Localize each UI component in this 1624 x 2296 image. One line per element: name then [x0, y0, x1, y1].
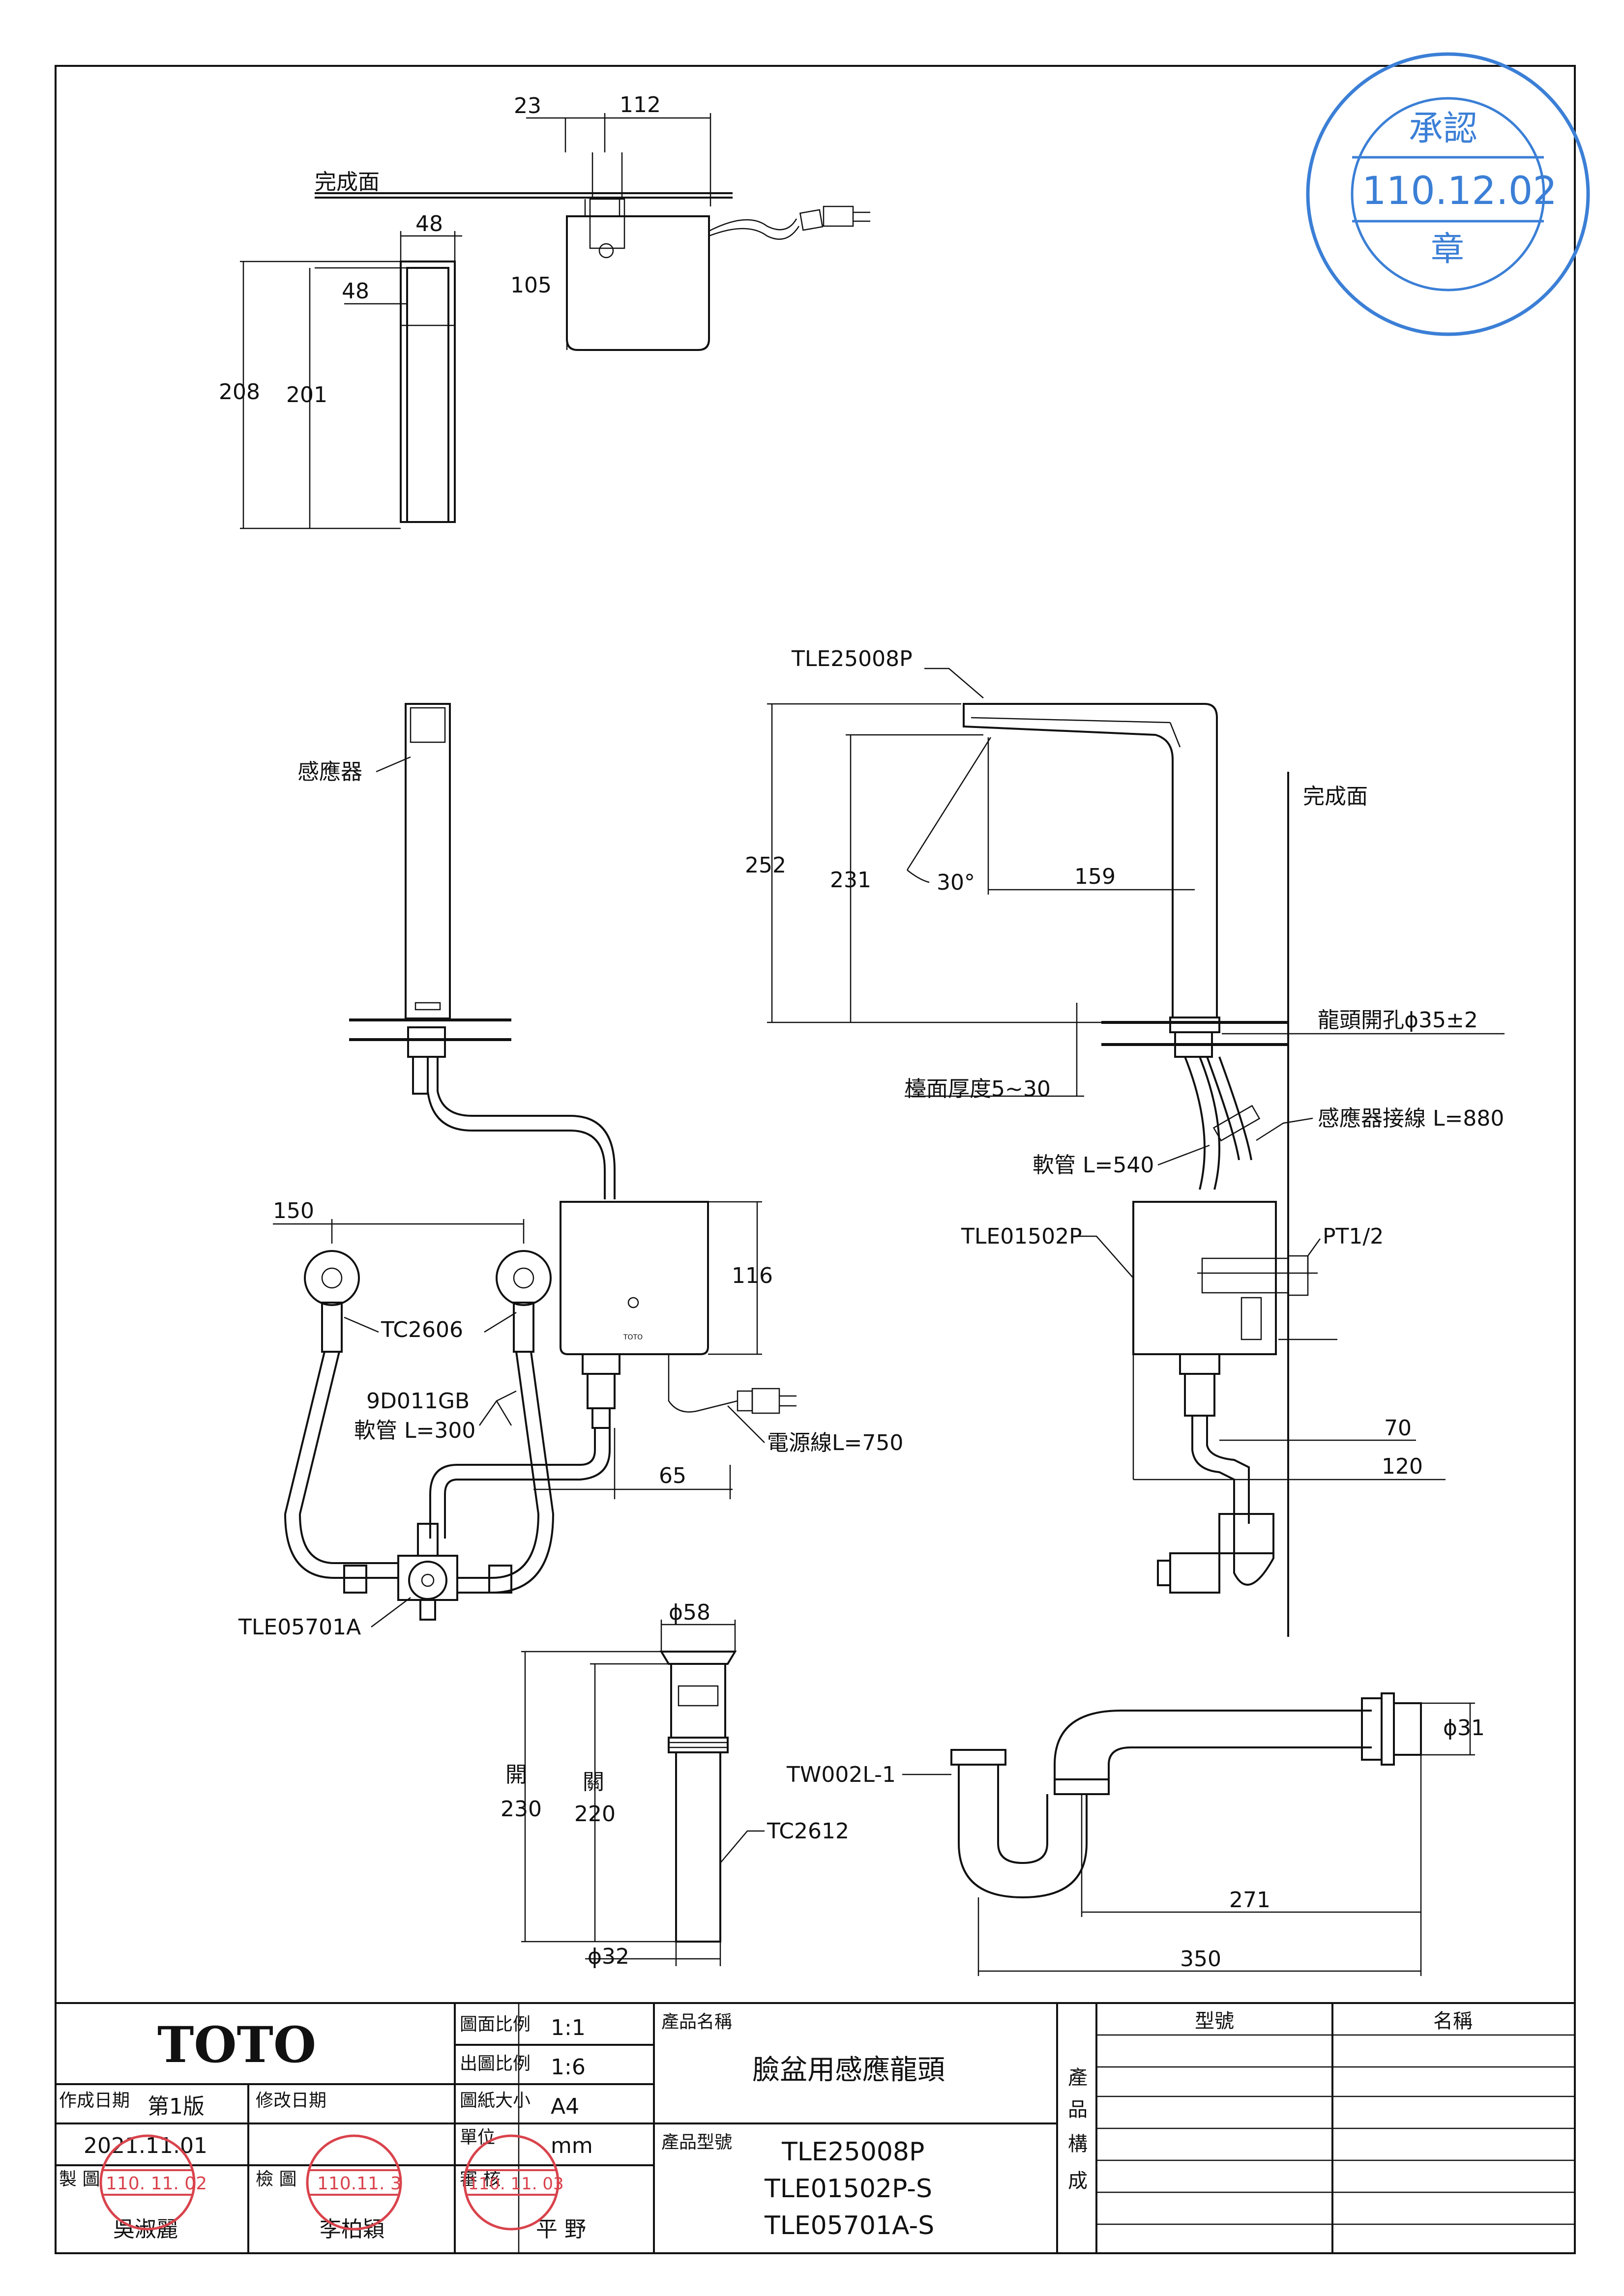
- paper-label: 圖紙大小: [460, 2091, 531, 2111]
- side-dim-252: 252: [745, 853, 786, 878]
- front-power-cord: 電源線L=750: [767, 1430, 903, 1455]
- side-sensor-wire: 感應器接線 L=880: [1318, 1106, 1504, 1131]
- side-thread: PT1/2: [1323, 1224, 1384, 1249]
- side-dim-231: 231: [830, 868, 871, 893]
- front-mixer-model: TLE05701A: [238, 1615, 361, 1640]
- front-hose-model: 9D011GB: [366, 1389, 470, 1414]
- top-view: 完成面 23 112 105 48: [219, 92, 870, 529]
- trap-model: TW002L-1: [786, 1762, 896, 1787]
- side-hose-length: 軟管 L=540: [1033, 1153, 1154, 1178]
- top-dim-112: 112: [620, 92, 661, 117]
- drawing-border: [55, 65, 1576, 2254]
- side-finish-surface: 完成面: [1303, 784, 1368, 809]
- product-no-3: TLE05701A-S: [764, 2211, 934, 2240]
- checker-stamp-date: 110.11. 3: [317, 2174, 402, 2194]
- composition-label-3: 構: [1068, 2133, 1088, 2155]
- drain-dia-58: ϕ58: [669, 1600, 710, 1625]
- print-scale-value: 1:6: [551, 2055, 586, 2080]
- scale-label: 圖面比例: [460, 2014, 531, 2034]
- front-valve-model: TC2606: [381, 1317, 463, 1342]
- side-angle: 30°: [937, 870, 975, 895]
- scale-value: 1:1: [551, 2015, 586, 2040]
- product-no-2: TLE01502P-S: [764, 2174, 932, 2204]
- top-dim-105: 105: [510, 273, 552, 298]
- side-view: TLE25008P 完成面 龍頭開孔ϕ35±2 252 231 30° 159: [745, 646, 1505, 1637]
- top-dim-48: 48: [415, 211, 443, 236]
- trap-dia-31: ϕ31: [1443, 1715, 1485, 1741]
- drain-close-220: 220: [574, 1802, 616, 1827]
- revised-label: 修改日期: [256, 2091, 326, 2111]
- composition-label-1: 產: [1068, 2066, 1088, 2089]
- trap-view: TW002L-1 ϕ31 271 350: [786, 1692, 1485, 1976]
- unit-label: 單位: [460, 2127, 495, 2148]
- product-no-1: TLE25008P: [781, 2137, 924, 2167]
- front-hose-length: 軟管 L=300: [354, 1418, 475, 1443]
- front-sensor-label: 感應器: [297, 759, 362, 785]
- side-faucet-model: TLE25008P: [791, 646, 913, 671]
- side-dim-120: 120: [1382, 1454, 1423, 1479]
- side-faucet-hole: 龍頭開孔ϕ35±2: [1318, 1008, 1478, 1033]
- reviewer-stamp-date: 110. 11. 03: [468, 2174, 564, 2194]
- drain-open-label: 開: [505, 1762, 527, 1787]
- approval-date: 110.12.02: [1362, 169, 1557, 213]
- composition-label-4: 成: [1068, 2170, 1088, 2192]
- side-counter-thickness: 檯面厚度5~30: [905, 1076, 1051, 1102]
- model-column: 型號: [1195, 2010, 1234, 2033]
- approval-word: 承認: [1409, 108, 1477, 148]
- drafter-stamp-date: 110. 11. 02: [106, 2174, 207, 2194]
- composition-label-2: 品: [1068, 2098, 1088, 2121]
- front-dim-116: 116: [732, 1263, 773, 1288]
- product-name-label: 產品名稱: [661, 2012, 732, 2032]
- approval-chapter: 章: [1431, 230, 1464, 269]
- paper-value: A4: [551, 2094, 579, 2119]
- product-no-label: 產品型號: [661, 2132, 732, 2152]
- created-label: 作成日期: [59, 2091, 130, 2111]
- trap-dim-271: 271: [1229, 1888, 1270, 1913]
- drain-dia-32: ϕ32: [588, 1944, 629, 1969]
- side-dim-159: 159: [1074, 864, 1116, 889]
- approval-stamp: 承認 110.12.02 章: [1306, 52, 1590, 336]
- drain-model: TC2612: [767, 1819, 849, 1844]
- reviewer-stamp: 110. 11. 03: [463, 2134, 564, 2231]
- front-dim-65: 65: [659, 1463, 686, 1488]
- drain-close-label: 關: [583, 1770, 604, 1795]
- top-finish-surface-label: 完成面: [315, 170, 380, 195]
- title-block: TOTO 圖面比例 1:1 出圖比例 1:6 圖紙大小 A4 單位 mm 審 核…: [55, 2002, 1576, 2254]
- top-dim-201: 201: [286, 382, 327, 407]
- front-toto-small: TOTO: [623, 1334, 643, 1341]
- drawn-label: 製 圖: [59, 2169, 100, 2189]
- created-date: 2021.11.01: [84, 2133, 207, 2158]
- drain-view: ϕ58 開 230 關 220 ϕ32 TC2612: [501, 1600, 849, 1969]
- front-view: 感應器 TOTO 116 電源線L=750: [238, 703, 903, 1640]
- top-dim-208: 208: [219, 379, 260, 405]
- reviewer-name: 平 野: [536, 2217, 586, 2242]
- unit-value: mm: [551, 2133, 593, 2158]
- front-dim-150: 150: [273, 1198, 314, 1223]
- print-scale-label: 出圖比例: [460, 2054, 531, 2074]
- brand-logo: TOTO: [157, 2016, 316, 2074]
- checker-stamp: 110.11. 3: [306, 2134, 402, 2231]
- side-dim-70: 70: [1384, 1416, 1412, 1441]
- top-dim-23: 23: [514, 93, 541, 118]
- top-dim-48-inner: 48: [342, 279, 369, 304]
- checked-label: 檢 圖: [256, 2169, 296, 2189]
- trap-dim-350: 350: [1180, 1947, 1221, 1972]
- drafter-stamp: 110. 11. 02: [99, 2134, 207, 2231]
- side-controller-model: TLE01502P: [961, 1224, 1082, 1249]
- name-column: 名稱: [1433, 2010, 1473, 2033]
- edition: 第1版: [148, 2094, 205, 2119]
- drain-open-230: 230: [501, 1797, 542, 1822]
- product-name: 臉盆用感應龍頭: [752, 2054, 945, 2086]
